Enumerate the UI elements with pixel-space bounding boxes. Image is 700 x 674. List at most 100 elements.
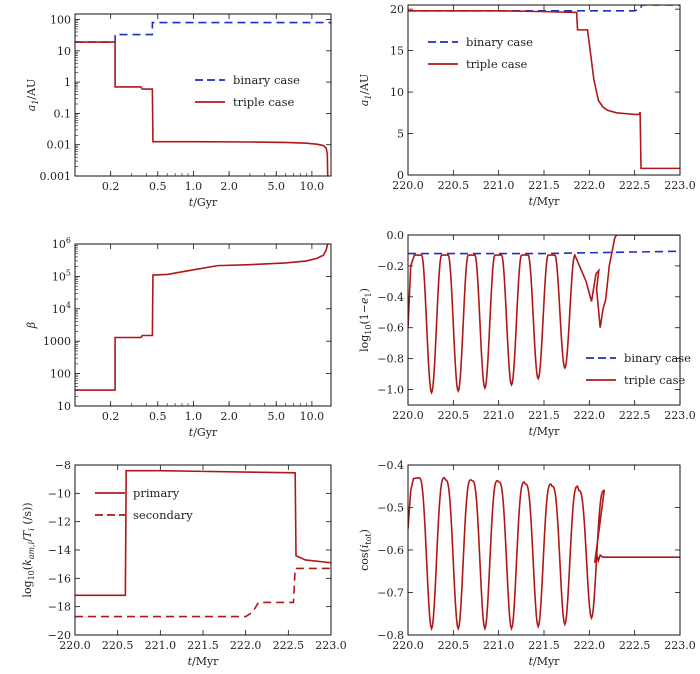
series-line-triple-case: [75, 41, 329, 176]
legend-label: triple case: [233, 95, 294, 109]
y-tick-label: −18: [48, 601, 71, 614]
y-axis-label: log10(1−e1): [358, 288, 373, 352]
legend-label: triple case: [466, 57, 527, 71]
y-tick-label: −0.4: [377, 459, 404, 472]
x-tick-label: 10.0: [300, 410, 325, 423]
x-axis-label: t/Myr: [529, 655, 561, 668]
series-line: [75, 244, 329, 391]
x-tick-label: 221.0: [483, 409, 515, 422]
y-tick-label: 100: [50, 14, 71, 27]
x-axis-label: t/Gyr: [189, 196, 218, 209]
y-axis-label: a1/AU: [25, 79, 40, 112]
x-tick-label: 221.5: [528, 179, 560, 192]
series-line-secondary: [75, 567, 331, 618]
x-tick-label: 220.5: [438, 639, 470, 652]
x-tick-label: 222.0: [574, 639, 606, 652]
x-tick-label: 0.5: [149, 180, 167, 193]
plot-frame: [407, 234, 681, 406]
y-tick-label: 0.1: [54, 107, 72, 120]
y-tick-label: −0.2: [377, 260, 404, 273]
plot-area: [75, 21, 331, 176]
x-tick-label: 5.0: [267, 410, 285, 423]
y-tick-label: −0.6: [377, 322, 404, 335]
y-tick-label: 1: [64, 76, 71, 89]
x-tick-label: 222.0: [574, 179, 606, 192]
legend-label: primary: [133, 486, 180, 500]
plot-frame: [407, 464, 681, 636]
x-tick-label: 223.0: [664, 409, 696, 422]
x-tick-label: 222.5: [273, 639, 305, 652]
x-tick-label: 220.5: [438, 409, 470, 422]
legend-label: binary case: [233, 73, 300, 87]
x-tick-label: 223.0: [315, 639, 347, 652]
y-tick-label: 10: [390, 86, 404, 99]
y-tick-label: 0.01: [47, 139, 72, 152]
plot-area: [408, 5, 680, 170]
x-axis-label: t/Myr: [188, 655, 220, 668]
plot-area: [75, 469, 331, 618]
x-tick-label: 220.5: [102, 639, 134, 652]
plot-area: [75, 244, 329, 391]
legend-label: triple case: [624, 373, 685, 387]
series-line-binary-case: [408, 250, 680, 255]
x-tick-label: 222.5: [619, 639, 651, 652]
x-tick-label: 221.5: [528, 639, 560, 652]
y-tick-label: −20: [48, 629, 71, 642]
x-tick-label: 2.0: [220, 410, 238, 423]
plot-area: [408, 235, 680, 395]
y-axis-label: log10(kam,i/Ti (/s)): [21, 502, 36, 597]
x-tick-label: 1.0: [185, 180, 203, 193]
y-tick-label: 106: [52, 236, 71, 251]
y-tick-label: 1000: [43, 335, 71, 348]
y-tick-label: 100: [50, 368, 71, 381]
y-tick-label: −1.0: [377, 384, 404, 397]
x-tick-label: 1.0: [185, 410, 203, 423]
y-tick-label: 105: [52, 268, 71, 283]
y-tick-label: 5: [397, 128, 404, 141]
y-tick-label: −8: [55, 459, 71, 472]
y-tick-label: 10: [57, 45, 71, 58]
plot-frame: [74, 13, 332, 177]
series-line: [408, 476, 680, 632]
x-tick-label: 220.5: [438, 179, 470, 192]
x-tick-label: 222.5: [619, 409, 651, 422]
series-line-primary: [75, 469, 331, 597]
y-tick-label: 0.001: [40, 170, 72, 183]
y-tick-label: 20: [390, 3, 404, 16]
y-axis-label: β: [25, 322, 38, 329]
y-tick-label: −10: [48, 487, 71, 500]
x-axis-label: t/Myr: [529, 425, 561, 438]
y-tick-label: −12: [48, 516, 71, 529]
y-tick-label: −14: [48, 544, 71, 557]
legend-label: binary case: [466, 35, 533, 49]
x-tick-label: 5.0: [267, 180, 285, 193]
y-tick-label: −0.8: [377, 629, 404, 642]
x-tick-label: 221.0: [145, 639, 177, 652]
y-axis-label: cos(itot): [358, 529, 373, 571]
y-tick-label: −0.6: [377, 544, 404, 557]
legend-label: secondary: [133, 508, 193, 522]
y-tick-label: −0.7: [377, 587, 404, 600]
x-tick-label: 221.5: [528, 409, 560, 422]
y-tick-label: 0.0: [387, 229, 405, 242]
x-axis-label: t/Gyr: [189, 426, 218, 439]
y-tick-label: −0.5: [377, 502, 404, 515]
x-tick-label: 220.0: [392, 409, 424, 422]
y-tick-label: 10: [57, 400, 71, 413]
y-axis-label: a1/AU: [358, 74, 373, 107]
x-tick-label: 221.0: [483, 179, 515, 192]
legend: binary case triple case: [195, 73, 300, 109]
x-tick-label: 220.0: [59, 639, 91, 652]
x-tick-label: 2.0: [220, 180, 238, 193]
x-tick-label: 221.5: [187, 639, 219, 652]
